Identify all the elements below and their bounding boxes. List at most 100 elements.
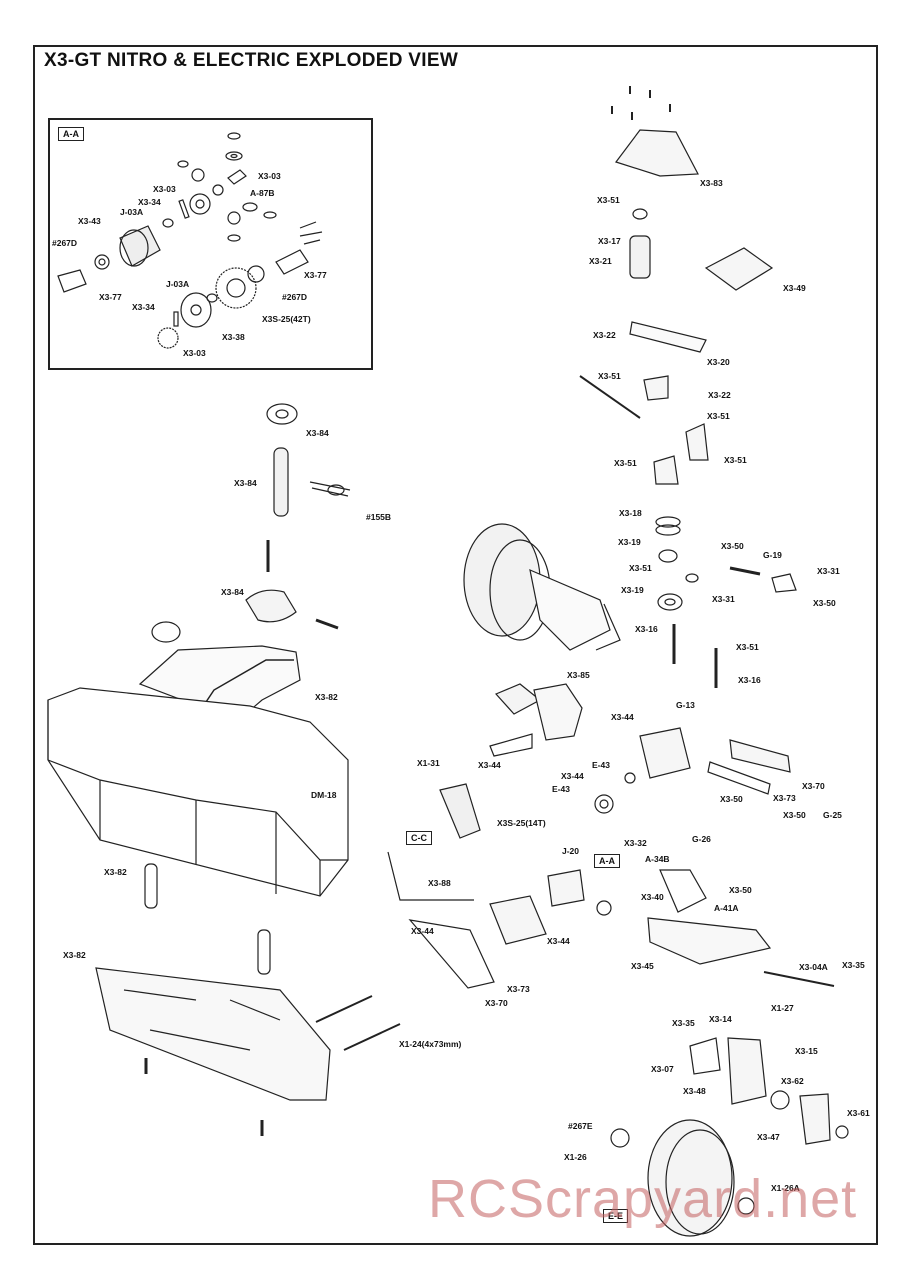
- part-label-inset: J-03A: [120, 207, 144, 217]
- part-label-upper_right: X3-20: [707, 357, 730, 367]
- part-label-inset: A-87B: [250, 188, 275, 198]
- part-label-inset: X3-03: [183, 348, 206, 358]
- part-label-lower_right: X3-35: [672, 1018, 695, 1028]
- part-label-upper_right: X3-51: [724, 455, 747, 465]
- front-wheel-assembly: [463, 523, 621, 651]
- part-label-lower_right: X1-26A: [771, 1183, 800, 1193]
- part-label-middle: X3-44: [411, 926, 434, 936]
- wheel-section-tag: E-E: [603, 1209, 629, 1223]
- part-label-middle: X3-50: [783, 810, 806, 820]
- part-label-middle: X3-44: [547, 936, 570, 946]
- part-label-middle: X3-44: [561, 771, 584, 781]
- part-label-lower_right: #267E: [568, 1121, 593, 1131]
- part-label-middle: X3-32: [624, 838, 647, 848]
- part-label-middle: A-34B: [645, 854, 670, 864]
- part-label-middle: X3S-25(14T): [497, 818, 546, 828]
- part-label-middle: X3-50: [729, 885, 752, 895]
- part-label-upper_right: X3-51: [597, 195, 620, 205]
- part-label-middle: X3-35: [842, 960, 865, 970]
- part-label-middle: A-41A: [714, 903, 739, 913]
- part-label-upper_right: X3-49: [783, 283, 806, 293]
- shock-and-arm-parts: [315, 683, 835, 1051]
- part-label-middle: X3-45: [631, 961, 654, 971]
- part-label-left: DM-18: [311, 790, 337, 800]
- watermark-text: RCScrapyard.net: [428, 1169, 858, 1229]
- part-label-left: X3-84: [221, 587, 244, 597]
- part-label-inset: X3-03: [153, 184, 176, 194]
- part-label-inset: X3-34: [138, 197, 161, 207]
- part-label-middle: G-13: [676, 700, 695, 710]
- part-label-upper_right: X3-51: [598, 371, 621, 381]
- part-label-inset: X3-77: [304, 270, 327, 280]
- diff-section-tag: A-A: [594, 854, 620, 868]
- part-label-upper_right: X3-50: [813, 598, 836, 608]
- part-label-middle: E-43: [552, 784, 570, 794]
- part-label-middle: E-43: [592, 760, 610, 770]
- part-label-lower_right: X1-27: [771, 1003, 794, 1013]
- part-label-inset: X3-38: [222, 332, 245, 342]
- front-bumper-and-brace: [47, 621, 349, 1136]
- part-label-inset: X3-34: [132, 302, 155, 312]
- part-label-lower_right: X3-07: [651, 1064, 674, 1074]
- part-label-left: X3-84: [306, 428, 329, 438]
- part-label-middle: X3-70: [485, 998, 508, 1008]
- part-label-inset: J-03A: [166, 279, 190, 289]
- part-label-middle: X3-88: [428, 878, 451, 888]
- part-label-middle: X3-44: [611, 712, 634, 722]
- part-label-upper_right: X3-16: [738, 675, 761, 685]
- part-label-lower_right: X3-15: [795, 1046, 818, 1056]
- part-label-lower_right: X3-48: [683, 1086, 706, 1096]
- part-label-upper_right: X3-22: [593, 330, 616, 340]
- part-label-middle: G-25: [823, 810, 842, 820]
- part-label-middle: G-26: [692, 834, 711, 844]
- part-label-upper_right: X3-21: [589, 256, 612, 266]
- part-label-middle: X1-24(4x73mm): [399, 1039, 462, 1049]
- part-label-upper_right: X3-19: [621, 585, 644, 595]
- part-label-upper_right: X3-51: [629, 563, 652, 573]
- part-label-upper_right: X3-16: [635, 624, 658, 634]
- part-label-upper_right: X3-17: [598, 236, 621, 246]
- part-label-upper_right: G-19: [763, 550, 782, 560]
- part-label-middle: X3-50: [720, 794, 743, 804]
- part-label-middle: X3-73: [773, 793, 796, 803]
- part-label-upper_right: X3-19: [618, 537, 641, 547]
- part-label-left: X3-82: [104, 867, 127, 877]
- part-label-middle: X3-73: [507, 984, 530, 994]
- part-label-upper_right: X3-51: [736, 642, 759, 652]
- part-label-upper_right: X3-31: [712, 594, 735, 604]
- inset-diff-detail-box: [48, 118, 373, 370]
- part-label-left: X3-82: [63, 950, 86, 960]
- part-label-upper_right: X3-31: [817, 566, 840, 576]
- part-label-middle: X3-85: [567, 670, 590, 680]
- part-label-inset: #267D: [52, 238, 78, 248]
- page-border: [33, 45, 878, 1245]
- part-label-middle: X3-40: [641, 892, 664, 902]
- part-label-lower_right: X3-61: [847, 1108, 870, 1118]
- part-label-inset: X3-43: [78, 216, 101, 226]
- part-label-upper_right: X3-83: [700, 178, 723, 188]
- part-label-inset: X3S-25(42T): [262, 314, 311, 324]
- part-label-lower_right: X3-62: [781, 1076, 804, 1086]
- part-label-lower_right: X3-14: [709, 1014, 732, 1024]
- page-title: X3-GT NITRO & ELECTRIC EXPLODED VIEW: [44, 50, 459, 71]
- part-label-upper_right: X3-51: [707, 411, 730, 421]
- part-label-inset: X3-77: [99, 292, 122, 302]
- body-mount-parts: [245, 403, 351, 630]
- part-label-middle: X3-70: [802, 781, 825, 791]
- part-label-middle: J-20: [562, 846, 580, 856]
- part-label-inset: X3-03: [258, 171, 281, 181]
- part-label-left: #155B: [366, 512, 392, 522]
- inset-diff-parts: [57, 132, 323, 349]
- part-label-upper_right: X3-51: [614, 458, 637, 468]
- part-label-inset: #267D: [282, 292, 308, 302]
- part-label-middle: X3-04A: [799, 962, 828, 972]
- knuckle-and-wheel: [610, 1037, 849, 1237]
- inset-section-tag: A-A: [58, 127, 84, 141]
- part-label-left: X3-84: [234, 478, 257, 488]
- part-label-left: X3-82: [315, 692, 338, 702]
- part-label-upper_right: X3-22: [708, 390, 731, 400]
- steering-parts: [579, 86, 797, 688]
- part-label-middle: X3-44: [478, 760, 501, 770]
